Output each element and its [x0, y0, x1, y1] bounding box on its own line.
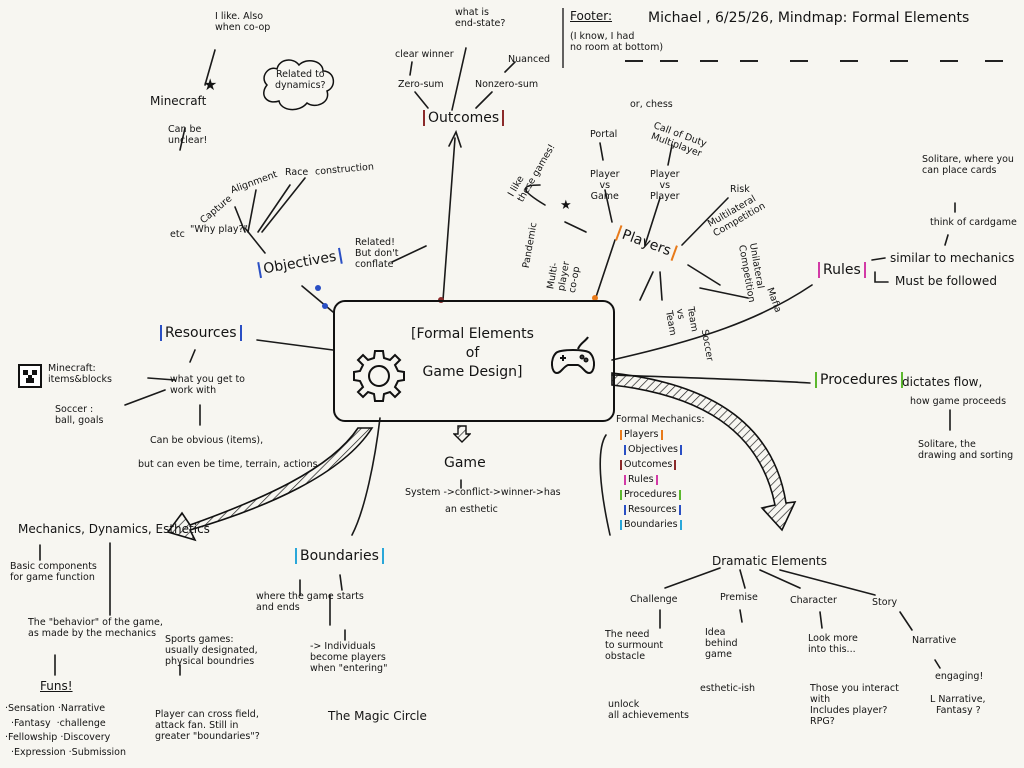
central-title: [Formal Elements of Game Design]: [411, 326, 534, 380]
players-player-vs-player: Player vs Player: [650, 169, 680, 202]
procedures-dictates: dictates flow,: [902, 375, 983, 389]
objectives-i-like: I like. Also when co-op: [215, 11, 271, 33]
mde-basic: Basic components for game function: [10, 561, 97, 583]
dramatic-character-note: Look more into this...: [808, 633, 858, 655]
dramatic-challenge: Challenge: [630, 594, 678, 605]
mde-funs-title: Funs!: [40, 679, 73, 693]
boundaries-where-game: where the game starts and ends: [256, 591, 364, 613]
dramatic-narrative-fantasy: L Narrative, Fantasy ?: [930, 694, 986, 716]
boundaries-individuals: -> Individuals become players when "ente…: [310, 641, 388, 674]
outcomes-nuanced: Nuanced: [508, 54, 551, 65]
formal-mechanics-item: Objectives: [624, 444, 682, 456]
node-outcomes[interactable]: Outcomes: [423, 110, 505, 126]
dramatic-premise: Premise: [720, 592, 758, 603]
dramatic-story: Story: [872, 597, 898, 608]
boundaries-magic-circle: The Magic Circle: [328, 709, 427, 723]
dramatic-story-note: Narrative: [912, 635, 957, 646]
players-portal: Portal: [590, 129, 618, 140]
resources-minecraft: Minecraft: items&blocks: [48, 363, 112, 385]
rules-similar: similar to mechanics: [890, 251, 1015, 265]
players-risk: Risk: [730, 184, 750, 195]
boundaries-cross-field: Player can cross field, attack fan. Stil…: [155, 709, 260, 742]
node-rules[interactable]: Rules: [818, 262, 866, 278]
minecraft-creeper-icon: [18, 364, 42, 388]
mde-behavior: The "behavior" of the game, as made by t…: [28, 617, 163, 639]
resources-what-you-get: what you get to work with: [170, 374, 245, 396]
resources-obvious: Can be obvious (items),: [150, 435, 264, 446]
objectives-etc: etc: [170, 229, 185, 240]
objectives-can-be-unclear: Can be unclear!: [168, 124, 208, 146]
rules-think-cardgame: think of cardgame: [930, 217, 1017, 228]
dramatic-engaging: engaging!: [935, 671, 984, 682]
mde-funs-list: ·Sensation ·Narrative ·Fantasy ·challeng…: [5, 703, 127, 759]
formal-mechanics-item: Boundaries: [620, 519, 682, 531]
game-esthetic: an esthetic: [445, 504, 498, 515]
game-system: System ->conflict->winner->has: [405, 487, 561, 498]
objectives-related-note: Related! But don't conflate: [355, 237, 399, 270]
dramatic-character: Character: [790, 595, 837, 606]
footer-note: (I know, I had no room at bottom): [570, 31, 664, 53]
dramatic-character-note2: Those you interact with Includes player?…: [810, 683, 899, 727]
formal-mechanics-item: Outcomes: [620, 459, 677, 471]
node-boundaries[interactable]: Boundaries: [295, 548, 384, 564]
footer-heading: Michael , 6/25/26, Mindmap: Formal Eleme…: [648, 10, 970, 26]
objectives-related-dynamics: Related to dynamics?: [275, 69, 326, 91]
objectives-why-play: "Why play?": [190, 224, 248, 235]
objectives-race: Race: [285, 167, 309, 178]
thought-cloud-icon: [263, 59, 335, 111]
outcomes-end-state: what is end-state?: [455, 7, 506, 29]
node-resources[interactable]: Resources: [160, 325, 242, 341]
resources-soccer: Soccer : ball, goals: [55, 404, 104, 426]
players-multi-coop: Multi- player co-op: [545, 260, 583, 294]
game-title: Game: [444, 455, 486, 471]
gear-icon: [353, 350, 405, 402]
dramatic-premise-note: Idea behind game: [705, 627, 738, 660]
central-node-box: [333, 300, 615, 422]
dramatic-unlock: unlock all achievements: [608, 699, 689, 721]
formal-mechanics-title: Formal Mechanics:: [616, 414, 705, 425]
formal-mechanics-item: Players: [620, 429, 663, 441]
dramatic-esthetic-ish: esthetic-ish: [700, 683, 756, 694]
dramatic-title: Dramatic Elements: [712, 554, 827, 568]
players-or-chess: or, chess: [630, 99, 673, 110]
outcomes-nonzero-sum: Nonzero-sum: [475, 79, 539, 90]
objectives-minecraft: Minecraft: [150, 94, 207, 108]
mde-title: Mechanics, Dynamics, Esthetics: [18, 522, 210, 536]
star-icon: ★: [203, 75, 218, 94]
footer-label: Footer:: [570, 9, 613, 23]
star-icon: ★: [560, 198, 572, 213]
boundaries-sports: Sports games: usually designated, physic…: [165, 634, 258, 667]
arrow-down-icon: [453, 425, 471, 443]
rules-solitaire: Solitare, where you can place cards: [922, 154, 1014, 176]
formal-mechanics-item: Procedures: [620, 489, 681, 501]
resources-but-also: but can even be time, terrain, actions: [138, 459, 318, 470]
players-player-vs-game: Player vs Game: [590, 169, 620, 202]
node-procedures[interactable]: Procedures: [815, 372, 903, 388]
formal-mechanics-item: Rules: [624, 474, 658, 486]
gamepad-icon: [551, 336, 595, 375]
procedures-how-proceeds: how game proceeds: [910, 396, 1007, 407]
formal-mechanics-item: Resources: [624, 504, 681, 516]
outcomes-clear-winner: clear winner: [395, 49, 454, 60]
dramatic-challenge-note: The need to surmount obstacle: [605, 629, 664, 662]
procedures-solitaire-note: Solitare, the drawing and sorting: [918, 439, 1014, 461]
rules-must-follow: Must be followed: [895, 274, 997, 288]
outcomes-zero-sum: Zero-sum: [398, 79, 444, 90]
